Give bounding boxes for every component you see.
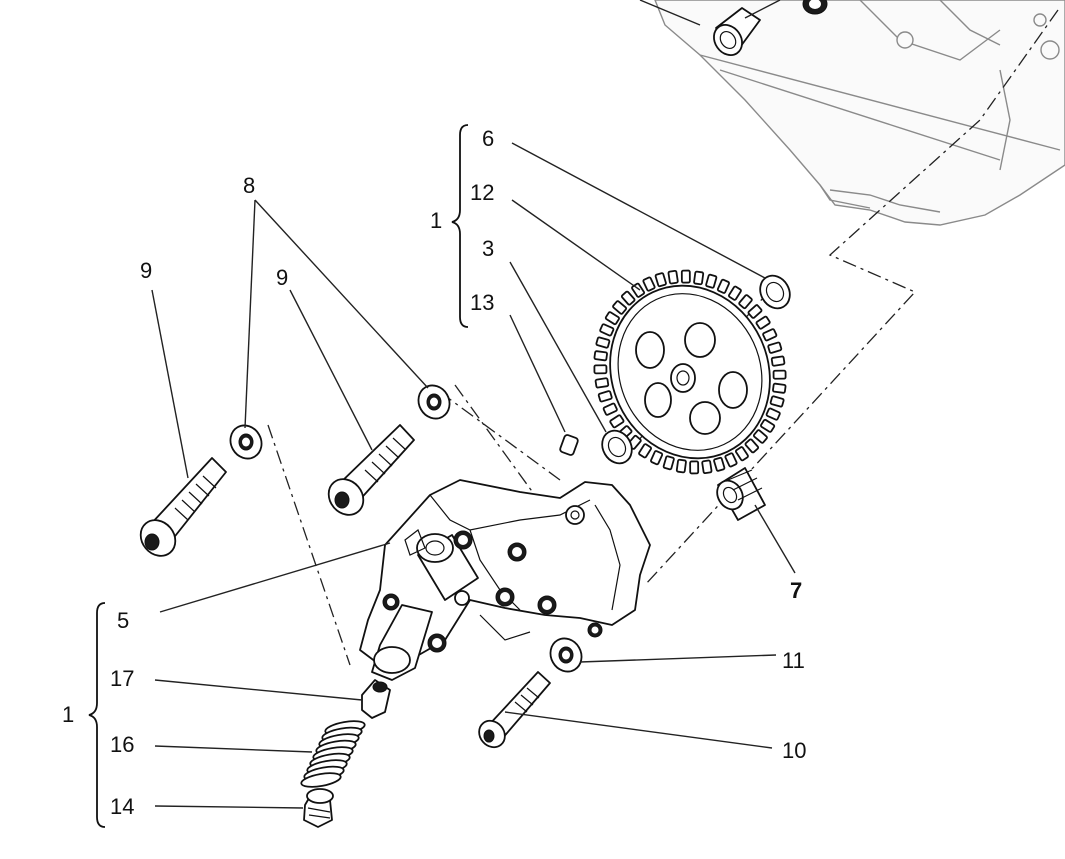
gear-tooth — [599, 323, 615, 337]
part-label-8: 8 — [243, 173, 255, 198]
crankcase-icon — [654, 0, 1065, 226]
valve-icon — [361, 679, 391, 719]
gear-tooth — [772, 382, 787, 394]
part-label-13: 13 — [470, 290, 494, 315]
gear-tooth — [602, 402, 618, 416]
gear-tooth — [667, 269, 679, 285]
gear-tooth — [760, 418, 776, 433]
gear-tooth — [765, 407, 781, 421]
gear-tooth — [716, 278, 730, 294]
gear-tooth — [593, 364, 608, 375]
bolt-icon — [478, 671, 551, 749]
gear-tooth — [705, 273, 718, 289]
gear-tooth — [769, 395, 785, 408]
washer-icon — [417, 384, 451, 420]
gear-tooth — [595, 336, 611, 349]
gear-tooth — [752, 429, 768, 444]
part-label-3: 3 — [482, 236, 494, 261]
part-label-14: 14 — [110, 794, 134, 819]
circlip-icon — [759, 274, 791, 310]
gear-tooth — [609, 414, 625, 429]
bolt-icon — [139, 457, 227, 557]
part-label-7: 7 — [790, 578, 802, 603]
circlip-icon — [601, 429, 633, 465]
gear-tooth — [738, 294, 753, 310]
washer-icon — [229, 424, 263, 460]
washer-icon — [549, 637, 583, 673]
gear-tooth — [689, 460, 700, 475]
part-label-9-right: 9 — [276, 265, 288, 290]
gear-tooth — [728, 285, 742, 301]
gear-tooth — [762, 328, 778, 342]
gear-tooth — [654, 272, 667, 288]
gear-tooth — [594, 377, 610, 389]
gear-tooth — [744, 438, 760, 454]
part-label-16: 16 — [110, 732, 134, 757]
seal-ring-icon — [802, 0, 828, 15]
gear-tooth — [755, 315, 771, 330]
gear-tooth — [734, 446, 749, 462]
gear-tooth — [770, 355, 786, 367]
plug-icon — [303, 788, 334, 828]
gear-tooth — [675, 458, 687, 474]
gear-tooth — [650, 450, 664, 466]
part-label-6: 6 — [482, 126, 494, 151]
part-label-5: 5 — [117, 608, 129, 633]
gear-tooth — [604, 311, 620, 326]
gear-tooth — [713, 456, 726, 472]
gear-tooth — [701, 459, 713, 475]
gear-tooth — [597, 390, 613, 403]
part-label-9-left: 9 — [140, 258, 152, 283]
gear-tooth — [662, 455, 675, 471]
bushing-icon — [716, 467, 766, 521]
gear-tooth — [620, 290, 636, 306]
gear-tooth — [642, 276, 656, 292]
spring-icon — [300, 720, 366, 788]
part-label-10: 10 — [782, 738, 806, 763]
gear-tooth — [747, 304, 763, 319]
bushing-icon — [639, 0, 781, 56]
gear-icon — [593, 269, 787, 475]
key-icon — [559, 434, 579, 456]
gear-tooth — [724, 452, 738, 468]
group-label-bottom: 1 — [62, 702, 74, 727]
gear-tooth — [638, 443, 652, 459]
part-label-17: 17 — [110, 666, 134, 691]
gear-tooth — [767, 341, 783, 354]
group-label-top: 1 — [430, 208, 442, 233]
oil-pump-icon — [359, 479, 651, 681]
spring-coil — [300, 772, 342, 788]
gear-tooth — [693, 270, 705, 286]
gear-tooth — [593, 350, 608, 362]
bolt-icon — [327, 424, 415, 516]
gear-tooth — [612, 300, 628, 315]
gear-tooth — [680, 269, 691, 284]
part-label-11: 11 — [782, 648, 805, 673]
gear-tooth — [772, 369, 787, 380]
part-label-12: 12 — [470, 180, 494, 205]
